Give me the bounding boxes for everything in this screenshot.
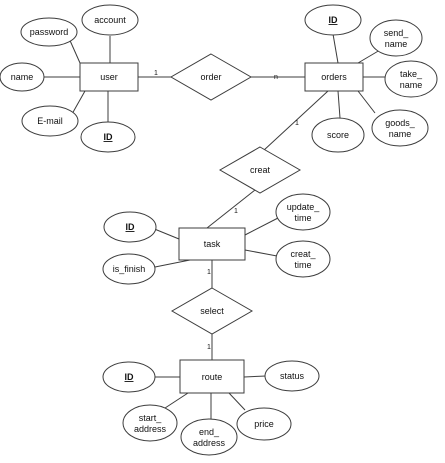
line-orders-send-name	[357, 49, 381, 64]
cardinality-user-order: 1	[154, 70, 158, 77]
relationship-order	[169, 53, 253, 101]
attr-user-password	[20, 17, 78, 47]
attr-user-id-label: ID	[104, 132, 114, 142]
line-orders-score	[337, 90, 341, 119]
attr-task-is-finish-label: is_finish	[113, 264, 146, 274]
attr-user-id	[80, 121, 136, 153]
attr-orders-goods-name-line2: name	[389, 129, 412, 139]
line-route-status	[243, 375, 267, 378]
attr-orders-send-name	[369, 19, 423, 57]
line-task-is-finish	[149, 259, 191, 269]
attr-user-password-label: password	[30, 27, 69, 37]
attr-route-price-label: price	[254, 419, 274, 429]
attr-route-end-address-line2: address	[193, 438, 226, 448]
attr-user-email-label: E-mail	[37, 116, 63, 126]
attr-orders-take-name-line1: take_	[400, 69, 423, 79]
attr-route-start-address	[122, 404, 178, 442]
attr-route-start-address-line2: address	[134, 424, 167, 434]
attr-user-email	[21, 105, 79, 137]
attr-orders-take-name-line2: name	[400, 80, 423, 90]
attr-route-id-label: ID	[125, 372, 135, 382]
cardinality-creat-task: 1	[234, 208, 238, 215]
select-relationship: select 1 1	[170, 269, 254, 351]
entity-user-label: user	[100, 72, 118, 82]
order-relationship: order 1 n	[154, 53, 278, 101]
relationship-creat-label: creat	[250, 165, 271, 175]
line-task-id	[151, 227, 180, 240]
attr-route-status	[264, 360, 320, 392]
attr-orders-goods-name	[371, 109, 429, 147]
relationship-order-label: order	[200, 72, 221, 82]
attr-user-name-label: name	[11, 72, 34, 82]
cardinality-orders-creat: 1	[295, 120, 299, 127]
line-task-update-time	[244, 217, 279, 236]
attr-user-account-label: account	[94, 15, 126, 25]
attr-orders-send-name-line1: send_	[384, 28, 410, 38]
relationship-select	[170, 287, 254, 335]
entity-orders-label: orders	[321, 72, 347, 82]
relationship-select-label: select	[200, 306, 224, 316]
attr-orders-take-name	[384, 60, 438, 98]
line-route-start-address	[161, 392, 189, 411]
attr-orders-score	[311, 117, 365, 153]
creat-relationship: creat 1 1	[218, 120, 302, 215]
attr-orders-id	[304, 4, 362, 36]
line-user-email	[71, 90, 86, 115]
attr-task-creat-time	[275, 240, 331, 278]
attr-task-is-finish	[102, 253, 156, 285]
connector-lines	[44, 33, 385, 420]
attr-orders-send-name-line2: name	[385, 39, 408, 49]
cardinality-select-route: 1	[207, 344, 211, 351]
attr-task-update-time-line1: update_	[287, 202, 321, 212]
attr-route-status-label: status	[280, 371, 305, 381]
route-cluster: ID status start_ address end_ address pr…	[102, 359, 320, 456]
line-creat-task	[206, 189, 256, 229]
entity-user	[79, 62, 139, 92]
attr-route-start-address-line1: start_	[139, 413, 163, 423]
cardinality-order-orders: n	[274, 74, 278, 81]
attr-user-name	[0, 62, 45, 92]
attr-orders-goods-name-line1: goods_	[385, 118, 416, 128]
line-route-price	[228, 392, 246, 411]
line-task-creat-time	[244, 249, 278, 257]
attr-task-id	[103, 211, 157, 243]
attr-user-account	[81, 4, 139, 36]
line-orders-goods-name	[357, 90, 376, 114]
cardinality-task-select: 1	[207, 269, 211, 276]
line-orders-creat	[262, 90, 329, 152]
entity-orders	[304, 62, 364, 92]
entity-task-label: task	[204, 239, 221, 249]
line-orders-id	[332, 33, 339, 64]
attr-task-creat-time-line2: time	[294, 260, 311, 270]
entity-route	[179, 359, 245, 394]
task-cluster: ID is_finish update_ time creat_ time ta…	[102, 193, 331, 285]
user-cluster: password account name E-mail ID user	[0, 4, 139, 153]
orders-cluster: ID send_ name take_ name goods_ name sco…	[304, 4, 438, 153]
attr-task-update-time-line2: time	[294, 213, 311, 223]
entity-task	[178, 227, 246, 261]
attr-route-end-address	[180, 418, 238, 456]
attr-task-creat-time-line1: creat_	[290, 249, 316, 259]
attr-orders-id-label: ID	[329, 15, 339, 25]
attr-route-end-address-line1: end_	[199, 427, 220, 437]
attr-orders-score-label: score	[327, 130, 349, 140]
attr-task-update-time	[275, 193, 331, 231]
entity-route-label: route	[202, 372, 223, 382]
attr-route-id	[102, 361, 156, 393]
relationship-creat	[218, 146, 302, 194]
attr-route-price	[236, 407, 292, 441]
attr-task-id-label: ID	[126, 222, 136, 232]
